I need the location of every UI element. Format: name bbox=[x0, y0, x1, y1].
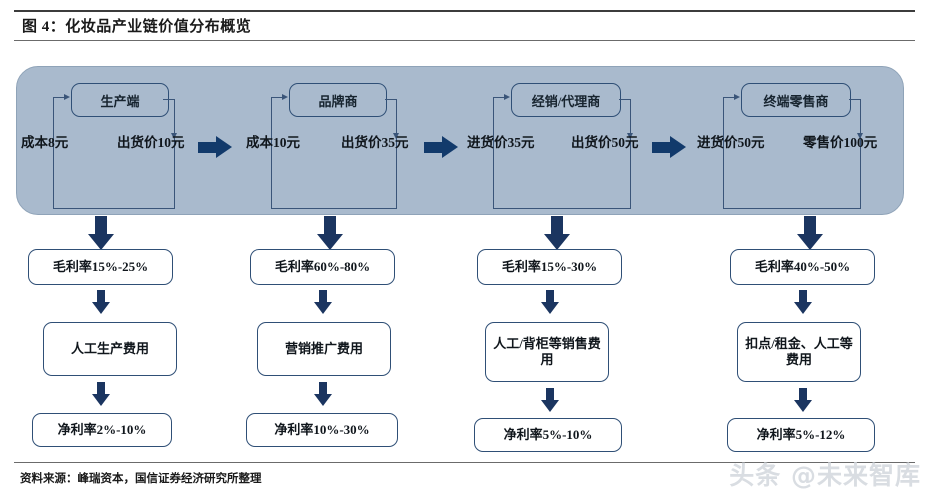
net-margin-box-3[interactable]: 净利率5%-10% bbox=[474, 418, 622, 452]
expense-box-1[interactable]: 人工生产费用 bbox=[43, 322, 177, 376]
header-rule-top bbox=[14, 10, 915, 12]
down-arrow-icon-gm-4 bbox=[797, 216, 823, 250]
loop-line-in-vert bbox=[53, 97, 55, 209]
flow-arrow-icon-3 bbox=[652, 136, 686, 158]
stage-name-box[interactable]: 终端零售商 bbox=[741, 83, 851, 117]
stage-in-price: 成本10元 bbox=[246, 135, 300, 150]
flow-arrow-icon-2 bbox=[424, 136, 458, 158]
down-arrow-icon-gm-1 bbox=[88, 216, 114, 250]
stage-out-price: 出货价10元 bbox=[117, 135, 185, 150]
down-arrow-icon-nm-2 bbox=[314, 382, 332, 406]
loop-line-out-vert bbox=[630, 99, 632, 208]
down-arrow-icon-exp-1 bbox=[92, 290, 110, 314]
down-arrow-icon-nm-1 bbox=[92, 382, 110, 406]
arrow-tip-into-stage bbox=[734, 93, 740, 100]
arrow-tip-into-stage bbox=[282, 93, 288, 100]
watermark-label: 头条 @未来智库 bbox=[729, 461, 921, 490]
arrow-tip-into-stage bbox=[64, 93, 70, 100]
loop-line-out-vert bbox=[396, 99, 398, 208]
loop-line-out-horz bbox=[163, 99, 175, 101]
down-arrow-icon-gm-2 bbox=[317, 216, 343, 250]
footer-rule bbox=[14, 462, 915, 463]
figure-title: 图 4：化妆品产业链价值分布概览 bbox=[22, 19, 252, 35]
loop-line-bottom bbox=[723, 208, 861, 210]
loop-line-in-vert bbox=[271, 97, 273, 209]
expense-box-2[interactable]: 营销推广费用 bbox=[257, 322, 391, 376]
stage-in-price: 进货价50元 bbox=[697, 135, 765, 150]
chain-stage-retailer: 终端零售商 进货价50元 零售价100元 bbox=[695, 67, 903, 214]
net-margin-box-1[interactable]: 净利率2%-10% bbox=[32, 413, 172, 447]
stage-in-price: 进货价35元 bbox=[467, 135, 535, 150]
down-arrow-icon-exp-2 bbox=[314, 290, 332, 314]
loop-line-out-horz bbox=[849, 99, 861, 101]
gross-margin-box-3[interactable]: 毛利率15%-30% bbox=[477, 249, 622, 285]
gross-margin-box-4[interactable]: 毛利率40%-50% bbox=[730, 249, 875, 285]
source-note: 资料来源：峰瑞资本，国信证券经济研究所整理 bbox=[20, 473, 262, 485]
down-arrow-icon-exp-3 bbox=[541, 290, 559, 314]
arrow-tip-out-of-stage bbox=[856, 133, 863, 139]
down-arrow-icon-nm-3 bbox=[541, 388, 559, 412]
loop-line-in-vert bbox=[723, 97, 725, 209]
stage-name-box[interactable]: 经销/代理商 bbox=[511, 83, 621, 117]
down-arrow-icon-nm-4 bbox=[794, 388, 812, 412]
net-margin-box-2[interactable]: 净利率10%-30% bbox=[246, 413, 398, 447]
loop-line-bottom bbox=[493, 208, 631, 210]
net-margin-box-4[interactable]: 净利率5%-12% bbox=[727, 418, 875, 452]
loop-line-out-vert bbox=[860, 99, 862, 208]
gross-margin-box-1[interactable]: 毛利率15%-25% bbox=[28, 249, 173, 285]
loop-line-in-horz bbox=[271, 97, 283, 99]
value-chain-panel: 生产端 成本8元 出货价10元 品牌商 成本10元 出货价35元 经销/代理商 … bbox=[16, 66, 904, 215]
stage-out-price: 零售价100元 bbox=[803, 135, 878, 150]
stage-out-price: 出货价35元 bbox=[341, 135, 409, 150]
loop-line-in-vert bbox=[493, 97, 495, 209]
loop-line-out-vert bbox=[174, 99, 176, 208]
arrow-tip-out-of-stage bbox=[392, 133, 399, 139]
down-arrow-icon-gm-3 bbox=[544, 216, 570, 250]
loop-line-bottom bbox=[271, 208, 397, 210]
down-arrow-icon-exp-4 bbox=[794, 290, 812, 314]
loop-line-in-horz bbox=[723, 97, 735, 99]
stage-out-price: 出货价50元 bbox=[571, 135, 639, 150]
expense-box-4[interactable]: 扣点/租金、人工等费用 bbox=[737, 322, 861, 382]
expense-box-3[interactable]: 人工/背柜等销售费用 bbox=[485, 322, 609, 382]
chain-stage-brand: 品牌商 成本10元 出货价35元 bbox=[241, 67, 455, 214]
chain-stage-distributor: 经销/代理商 进货价35元 出货价50元 bbox=[465, 67, 685, 214]
loop-line-out-horz bbox=[619, 99, 631, 101]
gross-margin-box-2[interactable]: 毛利率60%-80% bbox=[250, 249, 395, 285]
arrow-tip-into-stage bbox=[504, 93, 510, 100]
loop-line-in-horz bbox=[493, 97, 505, 99]
stage-name-box[interactable]: 品牌商 bbox=[289, 83, 387, 117]
chain-stage-production: 生产端 成本8元 出货价10元 bbox=[17, 67, 231, 214]
stage-in-price: 成本8元 bbox=[21, 135, 69, 150]
header-rule-bottom bbox=[14, 40, 915, 41]
loop-line-bottom bbox=[53, 208, 175, 210]
flow-arrow-icon-1 bbox=[198, 136, 232, 158]
arrow-tip-out-of-stage bbox=[170, 133, 177, 139]
arrow-tip-out-of-stage bbox=[626, 133, 633, 139]
loop-line-out-horz bbox=[385, 99, 397, 101]
loop-line-in-horz bbox=[53, 97, 65, 99]
stage-name-box[interactable]: 生产端 bbox=[71, 83, 169, 117]
